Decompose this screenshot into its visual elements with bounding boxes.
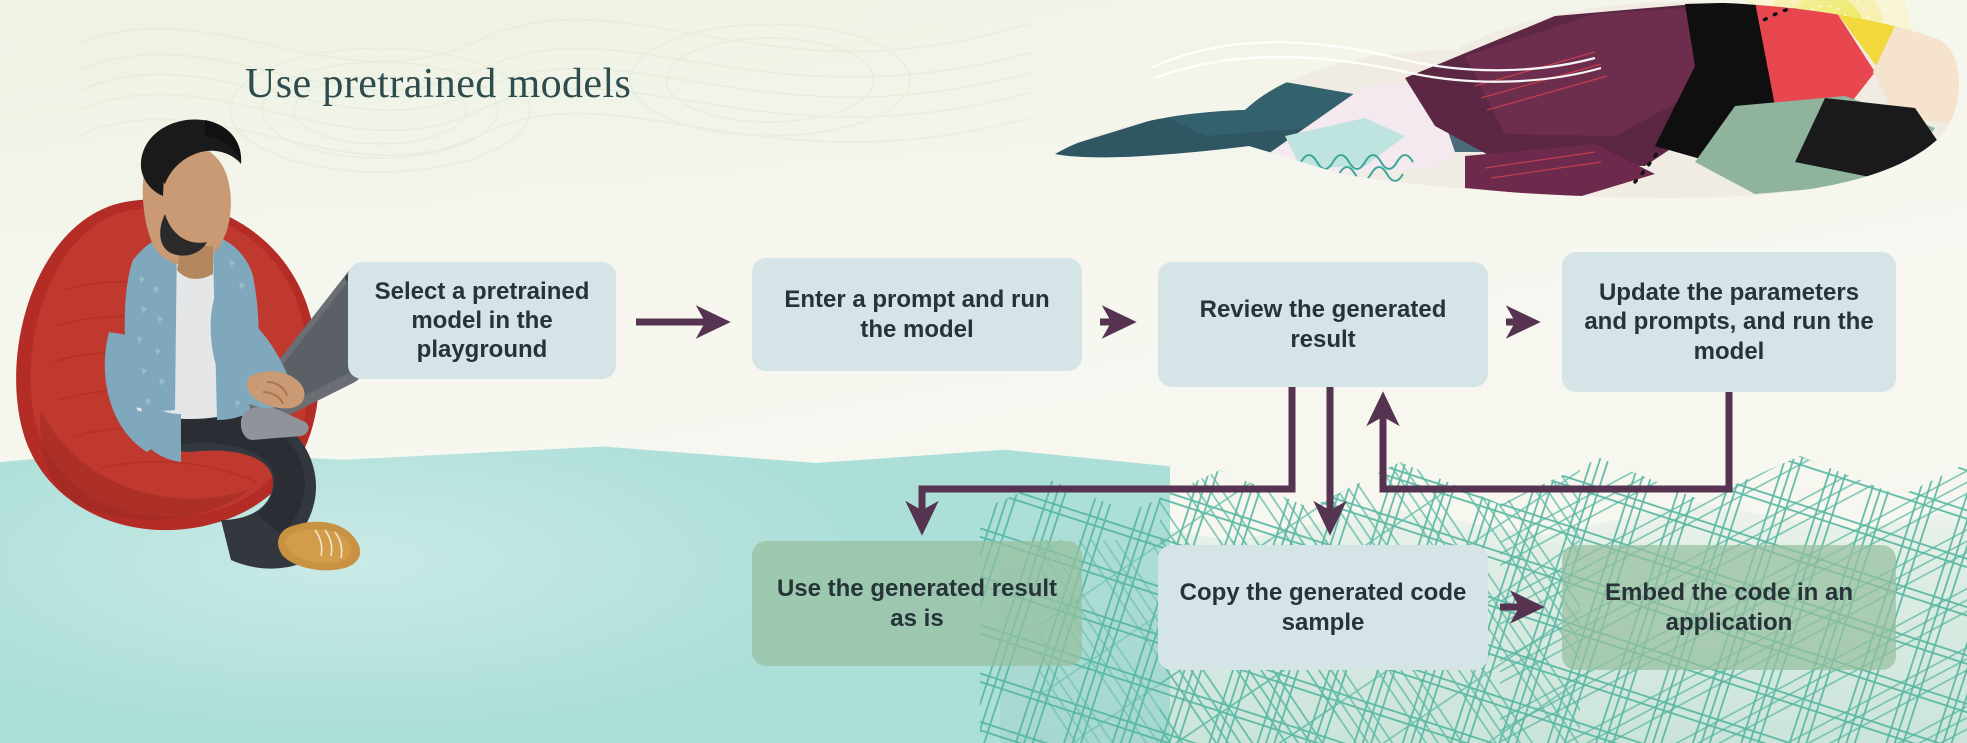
flow-step-label: Enter a prompt and run the model — [784, 286, 1050, 343]
page-title: Use pretrained models — [245, 61, 632, 107]
abstract-paper-collage — [1055, 0, 1960, 199]
flow-step-embed-code-in-application[interactable]: Embed the code in an application — [1562, 545, 1896, 670]
flow-step-review-generated-result[interactable]: Review the generated result — [1158, 262, 1488, 387]
flow-step-enter-prompt-and-run[interactable]: Enter a prompt and run the model — [752, 258, 1082, 371]
flow-step-label: Update the parameters and prompts, and r… — [1584, 279, 1874, 365]
flow-step-update-parameters-and-prompts[interactable]: Update the parameters and prompts, and r… — [1562, 252, 1896, 392]
flow-step-label: Embed the code in an application — [1604, 579, 1854, 636]
flow-step-select-pretrained-model[interactable]: Select a pretrained model in the playgro… — [348, 262, 616, 379]
flow-step-label: Use the generated result as is — [776, 575, 1058, 632]
shoe — [278, 521, 361, 571]
flow-step-label: Select a pretrained model in the playgro… — [374, 277, 590, 364]
flow-step-label: Copy the generated code sample — [1179, 579, 1467, 636]
flow-step-copy-generated-code-sample[interactable]: Copy the generated code sample — [1158, 545, 1488, 670]
flow-step-label: Review the generated result — [1199, 296, 1447, 353]
flow-step-use-generated-result-as-is[interactable]: Use the generated result as is — [752, 541, 1082, 666]
person-in-beanbag-with-laptop — [16, 119, 365, 571]
